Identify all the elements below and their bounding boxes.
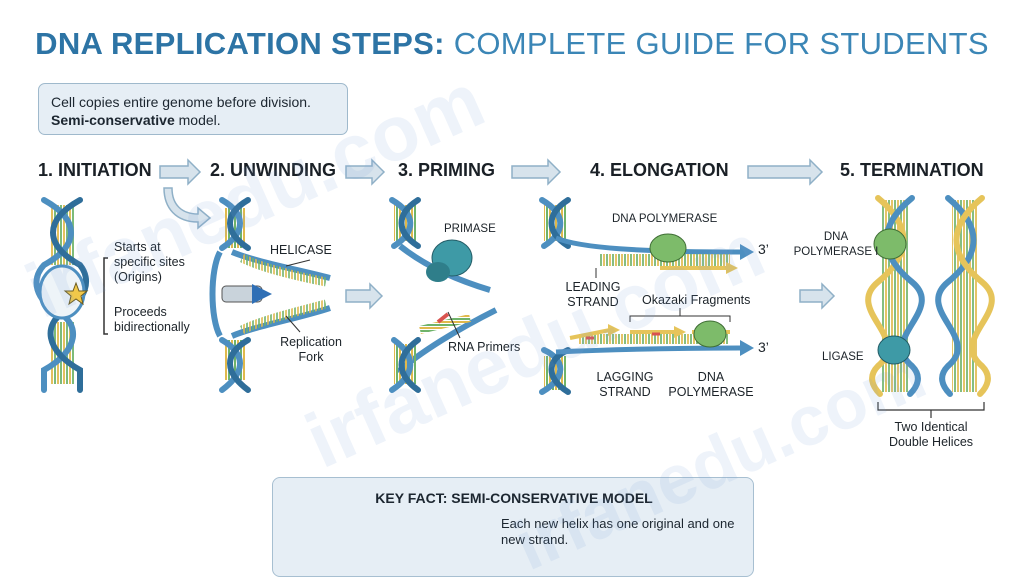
step-elongation-heading: 4. ELONGATION — [590, 160, 729, 180]
dna-polymerase-one-icon — [873, 228, 907, 260]
key-fact-box: KEY FACT: SEMI-CONSERVATIVE MODEL Each n… — [272, 477, 754, 577]
step-unwinding-heading: 2. UNWINDING — [210, 160, 336, 180]
flow-arrow-curve — [163, 187, 212, 230]
ligase-icon — [877, 335, 911, 365]
step-termination-heading: 5. TERMINATION — [840, 160, 984, 180]
dna-polymerase-bottom-label: DNA POLYMERASE — [668, 370, 754, 399]
title-bold: DNA REPLICATION STEPS: — [35, 26, 445, 61]
flow-arrow-1 — [159, 158, 202, 186]
ligase-label: LIGASE — [822, 351, 864, 363]
lagging-strand-label: LAGGING STRAND — [596, 370, 654, 399]
key-fact-text: Each new helix has one original and one … — [501, 516, 735, 547]
okazaki-fragments-label: Okazaki Fragments — [642, 293, 751, 307]
title-light: COMPLETE GUIDE FOR STUDENTS — [453, 26, 989, 61]
dna-polymerase-one-label: DNA POLYMERASE I — [793, 231, 879, 258]
flow-arrows — [159, 158, 836, 310]
flow-arrow-mid-1 — [345, 282, 384, 310]
dna-polymerase-top-label: DNA POLYMERASE — [612, 213, 718, 225]
intro-line-2: Semi-conservative model. — [51, 111, 335, 129]
dna-polymerase-top-icon — [649, 233, 687, 263]
key-fact-title: KEY FACT: SEMI-CONSERVATIVE MODEL — [375, 490, 653, 506]
three-prime-top-label: 3’ — [758, 241, 769, 257]
bidirectional-label: Proceeds bidirectionally — [114, 305, 190, 334]
flow-arrow-mid-2 — [799, 282, 836, 310]
termination-helices — [865, 195, 995, 418]
replication-fork-label: Replication Fork — [280, 335, 342, 364]
intro-line-1: Cell copies entire genome before divisio… — [51, 94, 311, 110]
leading-strand-label: LEADING STRAND — [565, 280, 621, 309]
flow-arrow-2 — [345, 158, 386, 186]
origins-label: Starts at specific sites (Origins) — [114, 240, 185, 284]
intro-box: Cell copies entire genome before divisio… — [38, 83, 348, 135]
primase-label: PRIMASE — [444, 223, 496, 235]
elongation-diagram — [539, 197, 754, 395]
leading-arrow-icon — [740, 244, 754, 260]
helicase-label: HELICASE — [270, 243, 332, 257]
lagging-arrow-icon — [740, 340, 754, 356]
step-initiation-heading: 1. INITIATION — [38, 160, 152, 180]
unwinding-fork — [209, 197, 331, 393]
step-priming-heading: 3. PRIMING — [398, 160, 496, 180]
intro-bold: Semi-conservative — [51, 112, 175, 128]
page-title: DNA REPLICATION STEPS: COMPLETE GUIDE FO… — [0, 26, 1024, 62]
priming-diagram — [389, 197, 498, 393]
rna-primers-label: RNA Primers — [448, 340, 521, 354]
flow-arrow-4 — [747, 158, 824, 186]
intro-rest: model. — [174, 112, 221, 128]
three-prime-bottom-label: 3’ — [758, 339, 769, 355]
flow-arrow-3 — [511, 158, 562, 186]
dna-polymerase-bottom-icon — [693, 320, 727, 348]
two-helices-label: Two Identical Double Helices — [888, 420, 974, 449]
initiation-helix — [33, 197, 108, 393]
origin-star-icon — [63, 281, 89, 306]
